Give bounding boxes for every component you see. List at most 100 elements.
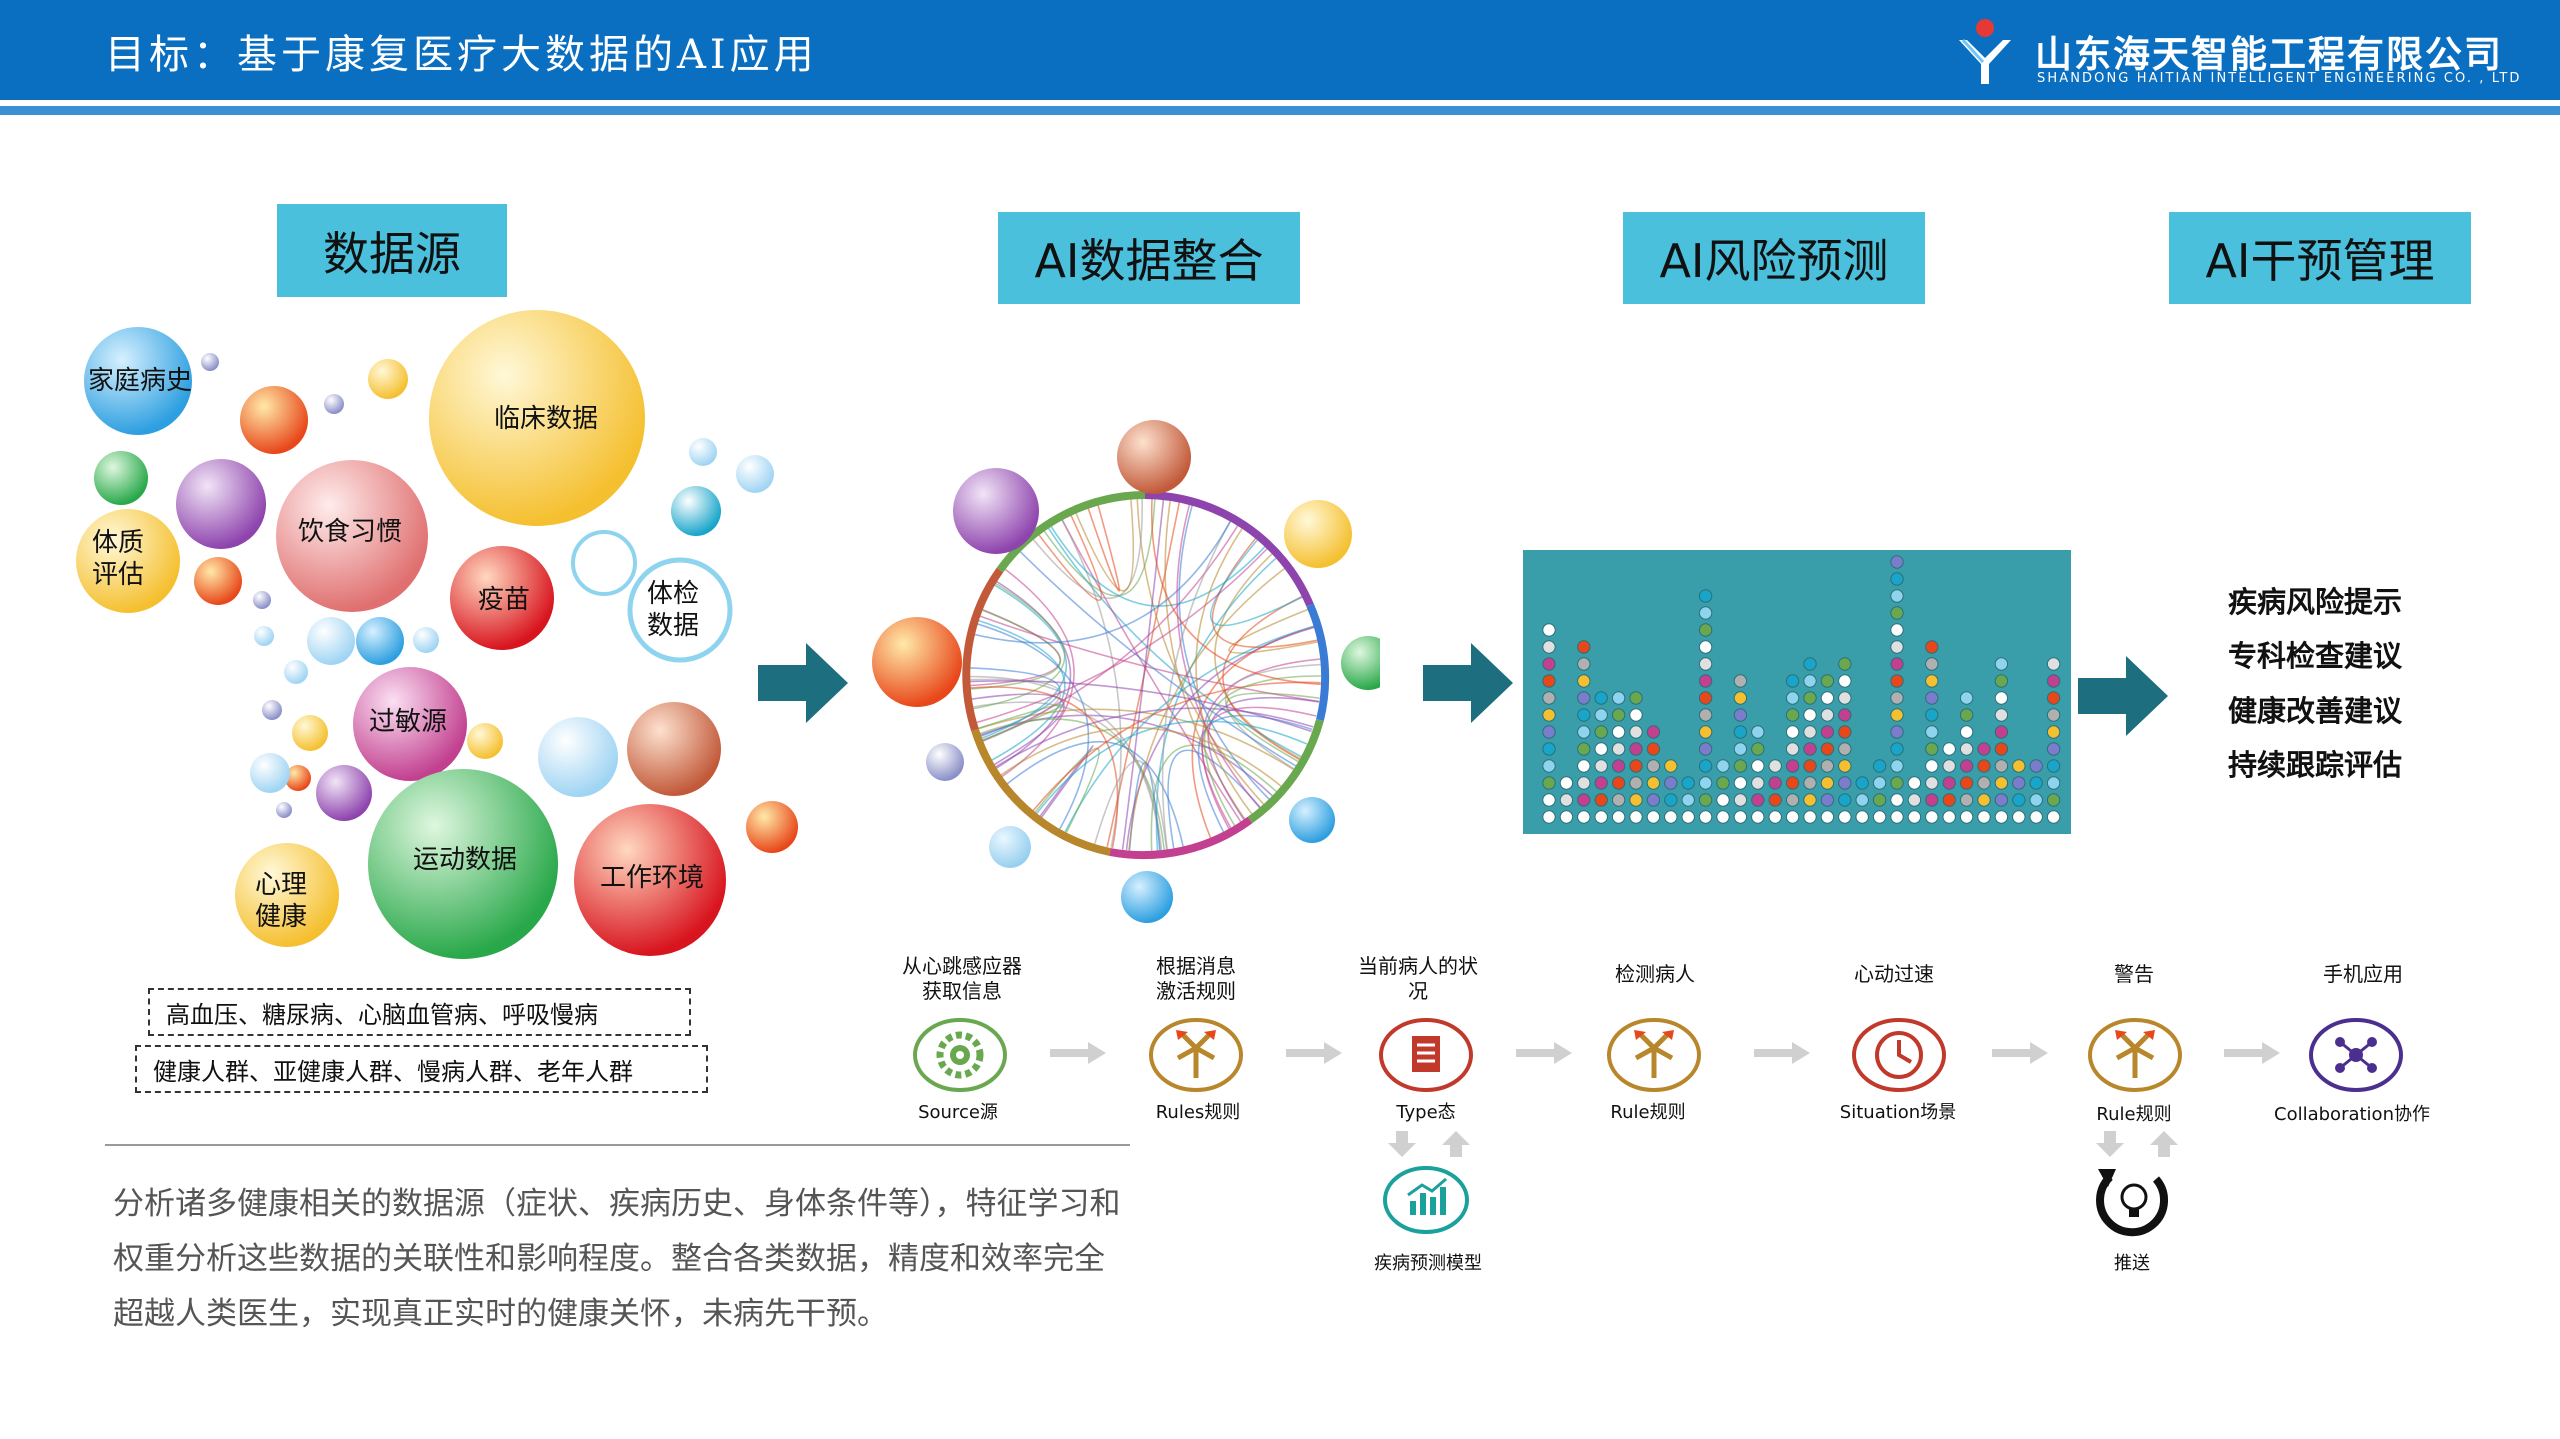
risk-dot bbox=[1890, 572, 1904, 586]
chord-link bbox=[1047, 527, 1302, 758]
chord-link bbox=[1006, 740, 1184, 847]
risk-dot bbox=[2012, 793, 2026, 807]
risk-dot bbox=[1577, 793, 1591, 807]
chord-link bbox=[1087, 505, 1121, 592]
risk-dot bbox=[1733, 759, 1748, 773]
risk-dot bbox=[1959, 691, 1974, 705]
chord-link bbox=[1035, 720, 1308, 815]
page-title: 目标：基于康复医疗大数据的AI应用 bbox=[105, 32, 818, 78]
risk-dot bbox=[1542, 640, 1556, 654]
header-divider bbox=[0, 100, 2560, 106]
risk-dot bbox=[1890, 589, 1904, 603]
risk-dot bbox=[1611, 708, 1626, 722]
risk-dot bbox=[1907, 793, 1922, 807]
risk-dot bbox=[1785, 674, 1800, 688]
chord-link bbox=[1211, 537, 1318, 648]
risk-dot bbox=[1994, 674, 2009, 688]
flow-step-2-title-l2: 激活规则 bbox=[1156, 979, 1236, 1003]
risk-dot bbox=[1785, 691, 1800, 705]
risk-dot bbox=[1577, 708, 1591, 722]
risk-dot bbox=[1681, 793, 1695, 807]
risk-dot bbox=[1785, 793, 1800, 807]
risk-dot bbox=[1698, 776, 1713, 790]
chord-link bbox=[1125, 626, 1315, 851]
risk-dot bbox=[1664, 793, 1678, 807]
flow-arrow-icon bbox=[1050, 1042, 1106, 1064]
risk-dot bbox=[1733, 708, 1748, 722]
risk-dot bbox=[1890, 657, 1904, 671]
risk-dot bbox=[1838, 725, 1852, 739]
risk-dot bbox=[1925, 640, 1939, 654]
risk-dot bbox=[2029, 776, 2043, 790]
risk-dot bbox=[1594, 742, 1608, 756]
risk-dot bbox=[1803, 759, 1817, 773]
risk-dot bbox=[1698, 623, 1713, 637]
flow-step-5-label: Situation场景 bbox=[1839, 1102, 1957, 1123]
risk-dot bbox=[1611, 691, 1626, 705]
risk-dot bbox=[1698, 640, 1713, 654]
risk-dot bbox=[1803, 725, 1817, 739]
risk-dot bbox=[1820, 776, 1835, 790]
chord-link bbox=[969, 680, 1312, 733]
risk-dot bbox=[1803, 742, 1817, 756]
risk-dot bbox=[1959, 725, 1974, 739]
risk-dot bbox=[1716, 759, 1730, 773]
risk-dot bbox=[1890, 759, 1904, 773]
risk-dot bbox=[1803, 708, 1817, 722]
section-divider bbox=[105, 1144, 1130, 1146]
risk-dot bbox=[1959, 708, 1974, 722]
risk-dot bbox=[1890, 691, 1904, 705]
risk-dot bbox=[1855, 776, 1869, 790]
arrow-right-icon bbox=[2078, 656, 2168, 736]
chord-link bbox=[973, 520, 1232, 644]
risk-dot bbox=[1664, 759, 1678, 773]
risk-dot bbox=[2046, 691, 2061, 705]
flow-step-2-title: 根据消息 激活规则 bbox=[1156, 954, 1236, 1004]
risk-dot bbox=[1925, 810, 1939, 824]
risk-dot bbox=[1594, 725, 1608, 739]
chord-link bbox=[1195, 527, 1253, 815]
chord-link bbox=[1209, 539, 1304, 627]
bubble-work-environment: 工作环境 bbox=[599, 863, 705, 893]
risk-dot bbox=[1542, 810, 1556, 824]
risk-dot bbox=[1698, 589, 1713, 603]
risk-dot bbox=[1925, 793, 1939, 807]
risk-dot bbox=[1872, 810, 1887, 824]
model-label: 疾病预测模型 bbox=[1374, 1253, 1482, 1274]
chord-link bbox=[971, 701, 1162, 851]
risk-dot bbox=[1890, 810, 1904, 824]
risk-dot bbox=[1751, 742, 1765, 756]
risk-dot bbox=[1646, 725, 1661, 739]
risk-dot bbox=[1733, 810, 1748, 824]
clock-icon bbox=[1852, 1018, 1946, 1092]
risk-dot bbox=[1716, 776, 1730, 790]
risk-dot bbox=[1542, 708, 1556, 722]
chord-link bbox=[1150, 499, 1321, 686]
bubble-family-history: 家庭病史 bbox=[87, 366, 193, 396]
flow-step-1-title: 从心跳感应器 获取信息 bbox=[902, 954, 1022, 1004]
risk-dot bbox=[1542, 623, 1556, 637]
risk-dot bbox=[1785, 708, 1800, 722]
risk-dot bbox=[1959, 793, 1974, 807]
chord-link bbox=[1167, 749, 1262, 849]
risk-dot bbox=[1785, 776, 1800, 790]
chord-link bbox=[1225, 692, 1320, 763]
chord-link bbox=[1136, 499, 1265, 806]
risk-dot bbox=[1768, 759, 1782, 773]
risk-dot bbox=[1803, 793, 1817, 807]
company-name-en: SHANDONG HAITIAN INTELLIGENT ENGINEERING… bbox=[2037, 71, 2522, 86]
risk-dot bbox=[2029, 810, 2043, 824]
flow-step-3-label: Type态 bbox=[1396, 1102, 1456, 1123]
risk-dot bbox=[1629, 776, 1643, 790]
lightbulb-refresh-icon bbox=[2096, 1169, 2169, 1237]
flow-arrow-icon bbox=[1516, 1042, 1572, 1064]
stage-data-source: 数据源 bbox=[277, 204, 507, 297]
risk-dot bbox=[1698, 725, 1713, 739]
risk-dot bbox=[1542, 657, 1556, 671]
risk-dot bbox=[1733, 742, 1748, 756]
push-label: 推送 bbox=[2114, 1253, 2150, 1274]
bubble-mental-health-line1: 心理 bbox=[254, 870, 308, 900]
up-down-arrows-icon bbox=[2096, 1131, 2178, 1157]
risk-dot bbox=[1716, 810, 1730, 824]
risk-dot bbox=[1820, 742, 1835, 756]
